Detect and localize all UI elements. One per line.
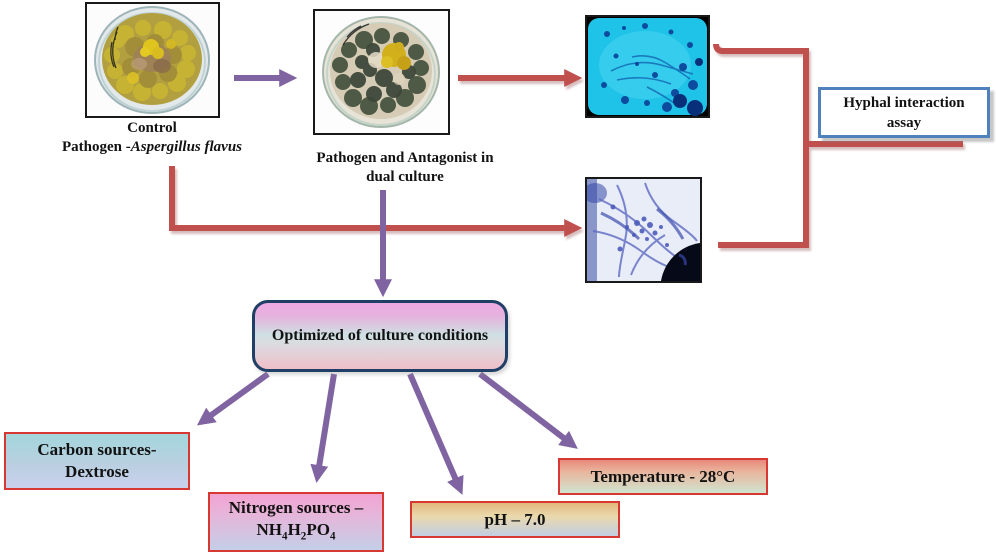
hyphal-assay-line1: Hyphal interaction [843,94,965,111]
formula-sub-1: 4 [282,530,288,543]
dual-culture-caption-line2: dual culture [366,169,444,185]
carbon-sources-line2: Dextrose [65,462,129,481]
dual-culture-plate-photo [313,9,450,135]
temperature-label: Temperature - 28°C [590,466,736,486]
control-caption-line2: Pathogen -Aspergillus flavus [27,138,277,157]
dual-culture-caption: Pathogen and Antagonist in dual culture [305,149,505,187]
arrow-optimized-to-nitrogen [310,373,337,483]
nitrogen-sources-line1: Nitrogen sources – [228,497,364,517]
nitrogen-sources-box: Nitrogen sources – NH4H2PO4 [208,492,384,552]
nitrogen-formula: NH4H2PO4 [257,519,336,547]
control-caption-species: Aspergillus flavus [130,139,243,155]
hyphal-micrograph-bottom [585,177,702,283]
carbon-sources-box: Carbon sources- Dextrose [4,432,190,490]
optimized-conditions-label: Optimized of culture conditions [271,327,489,344]
arrow-control-to-micro-bottom [169,166,583,237]
carbon-sources-line1: Carbon sources- [37,440,157,459]
formula-part-2: H [287,519,301,539]
bracket-micrographs-to-hyphal-box [713,43,963,248]
ph-box: pH – 7.0 [410,501,620,538]
formula-part-3: PO [306,519,330,539]
control-caption: Control Pathogen -Aspergillus flavus [27,119,277,157]
dual-culture-caption-line1: Pathogen and Antagonist in [316,150,494,166]
temperature-box: Temperature - 28°C [558,458,768,495]
ph-label: pH – 7.0 [484,509,546,529]
control-caption-prefix: Pathogen - [61,139,131,155]
formula-part-1: NH [256,519,283,539]
optimized-conditions-box: Optimized of culture conditions [252,300,508,372]
arrow-optimized-to-carbon [196,371,270,426]
formula-sub-3: 4 [329,530,336,543]
control-plate-photo [85,2,220,118]
hyphal-assay-line2: assay [886,114,922,131]
arrow-optimized-to-ph [407,372,464,495]
control-caption-line1: Control [127,120,177,136]
hyphal-interaction-assay-box: Hyphal interaction assay [818,87,990,138]
formula-sub-2: 2 [300,530,307,543]
arrow-optimized-to-temperature [478,371,578,449]
hyphal-micrograph-top [585,15,710,118]
